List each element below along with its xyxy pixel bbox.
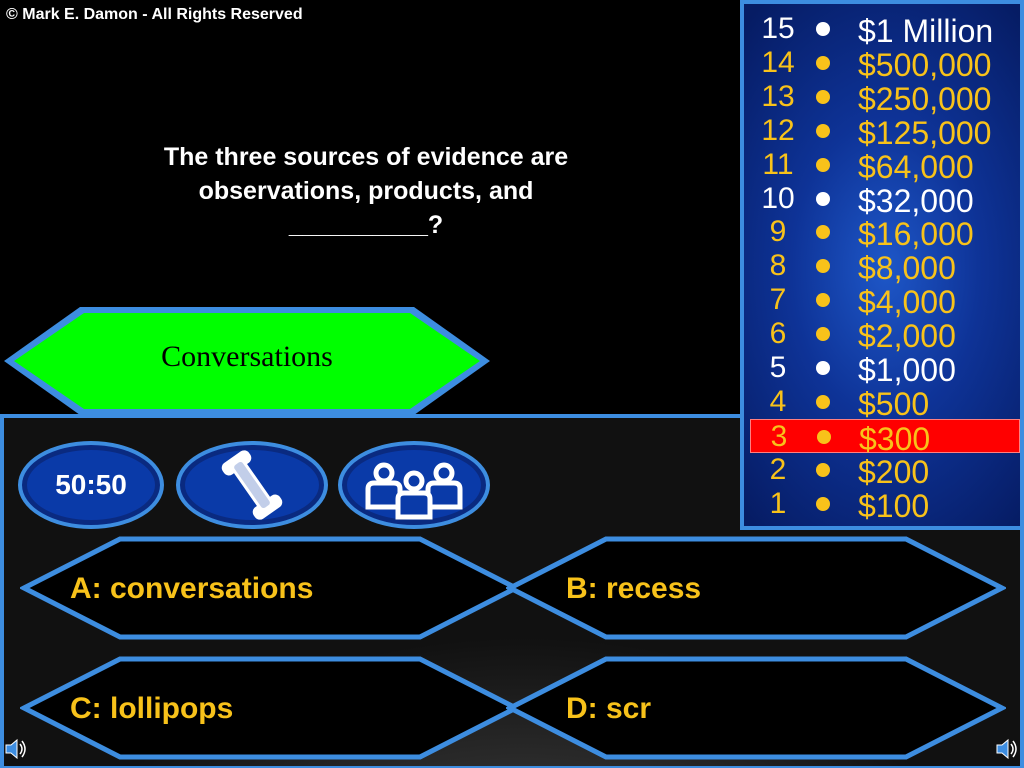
ladder-amount: $300 (859, 420, 931, 457)
ladder-level: 7 (769, 283, 787, 317)
ladder-dot-icon (816, 327, 830, 342)
lifeline-phone-a-friend[interactable] (176, 441, 328, 529)
ladder-row-5: 5 $1,000 (750, 351, 1020, 388)
ladder-row-12: 12 $125,000 (750, 113, 1020, 151)
option-c-label: C: lollipops (70, 692, 234, 725)
ladder-dot-icon (816, 191, 830, 206)
ladder-row-11: 11 $64,000 (750, 147, 1020, 185)
ladder-dot-icon (816, 361, 830, 375)
ladder-dot-icon (816, 259, 830, 274)
ladder-level: 5 (769, 351, 787, 384)
ladder-level: 1 (769, 486, 787, 520)
ladder-dot-icon (816, 394, 830, 409)
ladder-amount: $16,000 (858, 216, 974, 253)
fifty-fifty-icon: 50:50 (55, 469, 127, 500)
ladder-row-10: 10 $32,000 (750, 181, 1020, 219)
phone-icon (221, 450, 283, 520)
ladder-level: 11 (762, 147, 794, 181)
ladder-dot-icon (816, 462, 830, 477)
ladder-dot-icon (816, 123, 830, 138)
ladder-level: 8 (769, 249, 787, 283)
speaker-icon-right[interactable] (994, 736, 1020, 762)
revealed-answer-hexagon (4, 307, 490, 415)
ladder-dot-icon (816, 293, 830, 308)
ladder-level: 12 (761, 113, 795, 147)
question-text: The three sources of evidence are observ… (100, 140, 632, 242)
ladder-amount: $500,000 (858, 46, 992, 83)
audience-icon (365, 462, 463, 520)
ladder-row-13: 13 $250,000 (750, 79, 1020, 117)
ladder-amount: $1 Million (858, 13, 994, 49)
revealed-answer-text: Conversations (161, 340, 333, 373)
lifeline-fifty-fifty[interactable]: 50:50 (18, 441, 164, 529)
question-line-1: The three sources of evidence are (163, 143, 569, 171)
speaker-icon-left[interactable] (3, 736, 29, 762)
ladder-dot-icon (816, 22, 830, 36)
ladder-dot-icon (816, 55, 830, 70)
ladder-dot-icon (816, 89, 830, 104)
option-d-label: D: scr (566, 692, 652, 725)
ladder-level: 3 (770, 419, 788, 453)
ladder-dot-icon (816, 157, 830, 172)
ladder-amount: $1,000 (858, 352, 956, 388)
option-b-button[interactable] (506, 535, 1006, 641)
ladder-row-9: 9 $16,000 (750, 215, 1020, 252)
copyright-notice: © Mark E. Damon - All Rights Reserved (6, 6, 303, 23)
ladder-amount: $4,000 (858, 284, 956, 321)
ladder-amount: $32,000 (858, 182, 974, 219)
ladder-level: 4 (769, 384, 787, 418)
ladder-level: 14 (761, 45, 795, 79)
ladder-level: 2 (769, 452, 787, 486)
ladder-row-6: 6 $2,000 (750, 317, 1020, 354)
ladder-level: 10 (761, 181, 795, 215)
ladder-amount: $64,000 (858, 148, 974, 185)
ladder-row-15: 15 $1 Million (750, 12, 1020, 49)
ladder-dot-icon (816, 496, 830, 511)
ladder-level: 13 (761, 79, 795, 113)
option-b-label: B: recess (566, 572, 702, 605)
ladder-level: 9 (769, 215, 787, 249)
ladder-amount: $250,000 (858, 80, 992, 117)
ladder-row-2: 2 $200 (750, 452, 1020, 490)
ladder-row-7: 7 $4,000 (750, 283, 1020, 320)
ladder-dot-icon (816, 225, 830, 240)
ladder-amount: $2,000 (858, 318, 956, 355)
question-line-2: observations, products, and (198, 177, 534, 205)
ladder-amount: $8,000 (858, 250, 956, 287)
ladder-level: 6 (769, 317, 787, 351)
ladder-row-4: 4 $500 (750, 384, 1020, 422)
ladder-row-3: 3 $300 (750, 418, 1020, 457)
ladder-amount: $100 (858, 487, 930, 524)
ladder-amount: $500 (858, 385, 930, 422)
ladder-dot-icon (817, 429, 831, 444)
option-a-label: A: conversations (70, 572, 314, 605)
option-d-button[interactable] (506, 655, 1006, 761)
ladder-amount: $200 (858, 453, 930, 490)
question-line-3: __________? (288, 211, 444, 239)
ladder-level: 15 (761, 12, 795, 45)
lifeline-ask-the-audience[interactable] (338, 441, 490, 529)
ladder-row-8: 8 $8,000 (750, 249, 1020, 286)
ladder-row-14: 14 $500,000 (750, 45, 1020, 83)
ladder-amount: $125,000 (858, 114, 992, 151)
ladder-row-1: 1 $100 (750, 486, 1020, 524)
